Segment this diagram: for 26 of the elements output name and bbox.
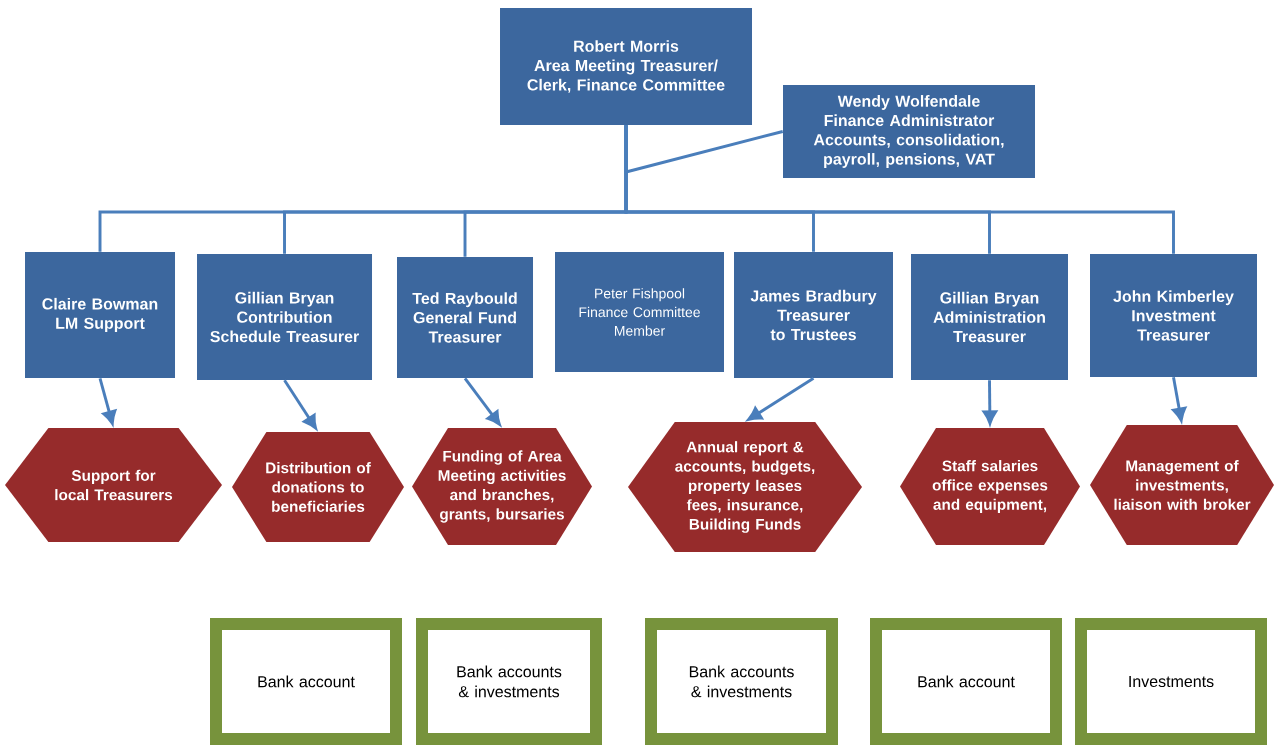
connector: [624, 125, 1175, 254]
person-box: Robert Morris Area Meeting Treasurer/ Clerk, Finance Committee: [500, 8, 752, 125]
account-box: Bank accounts & investments: [645, 618, 838, 745]
hexagon: Distribution of donations to beneficiaries: [232, 432, 404, 542]
person-box: Gillian Bryan Administration Treasurer: [911, 254, 1068, 380]
hexagon: Support for local Treasurers: [5, 428, 222, 542]
person-box: James Bradbury Treasurer to Trustees: [734, 252, 893, 378]
hexagon: Management of investments, liaison with broker: [1090, 425, 1274, 545]
account-box: Investments: [1075, 618, 1267, 745]
hexagon: Funding of Area Meeting activities and branches, grants, bursaries: [412, 428, 592, 545]
person-box: Wendy Wolfendale Finance Administrator Accounts, consolidation, payroll, pensions, VAT: [783, 85, 1035, 178]
person-box: Ted Raybould General Fund Treasurer: [397, 257, 533, 378]
connector: [283, 379, 317, 430]
person-box: Claire Bowman LM Support: [25, 252, 175, 378]
hexagon: Staff salaries office expenses and equipment,: [900, 428, 1080, 545]
person-box: John Kimberley Investment Treasurer: [1090, 254, 1257, 377]
connector: [982, 380, 997, 425]
connector: [463, 377, 501, 426]
connector: [1172, 377, 1187, 422]
connector: [747, 377, 815, 421]
account-box: Bank account: [210, 618, 402, 745]
person-box: Peter Fishpool Finance Committee Member: [555, 252, 724, 372]
account-box: Bank accounts & investments: [416, 618, 602, 745]
account-box: Bank account: [870, 618, 1062, 745]
hexagon: Annual report & accounts, budgets, property leases fees, insurance, Building Funds: [628, 422, 862, 552]
person-box: Gillian Bryan Contribution Schedule Treasurer: [197, 254, 372, 380]
